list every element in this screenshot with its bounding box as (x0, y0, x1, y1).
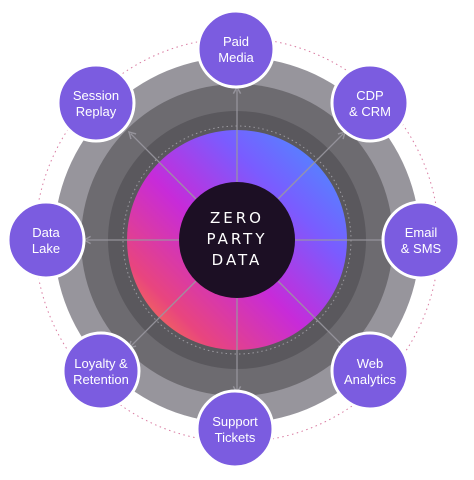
node-label-line: CDP (356, 88, 383, 103)
node-label-line: Support (212, 414, 258, 429)
node-circle (56, 63, 136, 143)
node-circle (381, 200, 461, 280)
node-label-line: Session (73, 88, 119, 103)
node-label-line: Analytics (344, 372, 397, 387)
node-cdp-crm: CDP& CRM (330, 63, 410, 143)
node-label-line: Retention (73, 372, 129, 387)
node-label-line: Loyalty & (74, 356, 128, 371)
node-label-line: Web (357, 356, 384, 371)
node-circle (330, 331, 410, 411)
arrow-loyalty-retention (127, 280, 197, 350)
node-circle (195, 389, 275, 469)
node-label-line: Lake (32, 241, 60, 256)
node-circle (330, 63, 410, 143)
node-label-line: Email (405, 225, 438, 240)
radial-arrows (82, 85, 392, 395)
node-circle (196, 9, 276, 89)
node-label-line: Media (218, 50, 254, 65)
node-label-line: & SMS (401, 241, 442, 256)
center-label-line-3: DATA (212, 251, 263, 269)
node-circle (6, 200, 86, 280)
node-label-line: Data (32, 225, 60, 240)
center-label-line-2: PARTY (206, 230, 267, 248)
node-circle (61, 331, 141, 411)
arrow-cdp-crm (277, 130, 347, 200)
node-email-sms: Email& SMS (381, 200, 461, 280)
node-loyalty-retention: Loyalty &Retention (61, 331, 141, 411)
node-label-line: Replay (76, 104, 117, 119)
node-label-line: & CRM (349, 104, 391, 119)
arrow-session-replay (127, 130, 197, 200)
center-circle (179, 182, 295, 298)
center-label-line-1: ZERO (210, 209, 264, 227)
node-label-line: Paid (223, 34, 249, 49)
arrow-web-analytics (277, 280, 347, 350)
node-label-line: Tickets (215, 430, 256, 445)
